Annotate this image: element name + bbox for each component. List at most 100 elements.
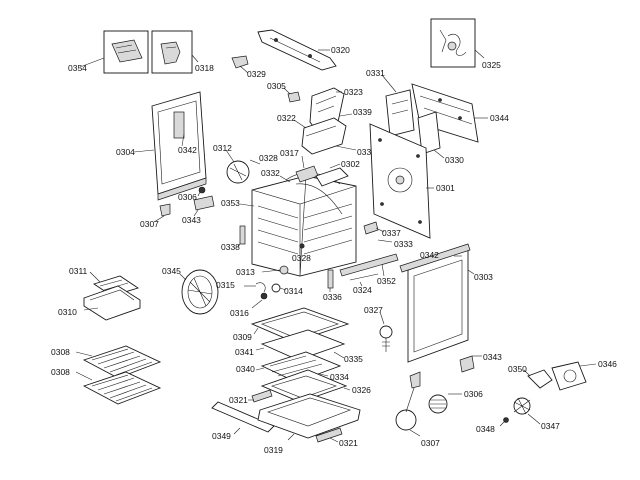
part-0304-door [151, 91, 207, 201]
label-0305: 0305 [267, 81, 286, 91]
label-0331: 0331 [366, 68, 385, 78]
label-0322: 0322 [277, 113, 296, 123]
label-0303: 0303 [474, 272, 493, 282]
label-0310: 0310 [58, 307, 77, 317]
label-0328-inner: 0328 [292, 253, 311, 263]
part-0350 [527, 369, 553, 389]
label-0316: 0316 [230, 308, 249, 318]
label-0318: 0318 [195, 63, 214, 73]
part-0325-group [430, 18, 476, 68]
oven-cavity [251, 172, 357, 277]
label-0321-bottom: 0321 [339, 438, 358, 448]
part-0314 [271, 283, 281, 293]
part-0310 [83, 285, 141, 321]
label-0340: 0340 [236, 364, 255, 374]
label-0342-right: 0342 [420, 250, 439, 260]
part-0319-drawer [257, 393, 361, 439]
label-0339: 0339 [353, 107, 372, 117]
part-0327-screw [379, 325, 393, 352]
label-0312: 0312 [213, 143, 232, 153]
label-0317: 0317 [280, 148, 299, 158]
part-0316 [260, 292, 268, 300]
label-0345: 0345 [162, 266, 181, 276]
part-0318-group [151, 30, 193, 74]
label-0349: 0349 [212, 431, 231, 441]
label-0325: 0325 [482, 60, 501, 70]
part-0348 [503, 417, 509, 423]
part-0338-side [239, 225, 246, 245]
part-0302 [315, 167, 349, 187]
part-0306-right [428, 394, 448, 414]
part-0309 [250, 307, 350, 343]
part-0352-rail [339, 253, 399, 277]
part-0321-bottom [315, 427, 343, 443]
part-0341 [260, 329, 346, 361]
part-0354-group [103, 30, 149, 74]
label-0308-upper: 0308 [51, 347, 70, 357]
label-0315: 0315 [216, 280, 235, 290]
label-0338-side: 0338 [221, 242, 240, 252]
part-0301-back-panel [369, 123, 431, 239]
part-0346-motor [551, 361, 587, 391]
label-0330: 0330 [445, 155, 464, 165]
label-0313: 0313 [236, 267, 255, 277]
label-0343-right: 0343 [483, 352, 502, 362]
label-0336: 0336 [323, 292, 342, 302]
part-0326 [260, 369, 348, 403]
label-0304: 0304 [116, 147, 135, 157]
part-0343-left [193, 195, 215, 211]
part-0307-right [395, 371, 421, 431]
label-0347: 0347 [541, 421, 560, 431]
part-0328-inner [299, 243, 305, 249]
label-0338-top: 0338 [357, 147, 376, 157]
part-0343-right [459, 355, 475, 373]
part-0324 [349, 273, 379, 281]
label-0342-door: 0342 [178, 145, 197, 155]
label-0333: 0333 [394, 239, 413, 249]
part-0347-fan-blade [513, 397, 531, 415]
part-0303-door [399, 243, 471, 363]
label-0323: 0323 [344, 87, 363, 97]
part-0313 [279, 265, 289, 275]
part-0340 [260, 351, 342, 383]
label-0321-left: 0321 [229, 395, 248, 405]
part-0308-rack-lower [82, 371, 162, 405]
part-0331 [385, 89, 415, 137]
part-0336 [327, 269, 334, 289]
label-0306-left: 0306 [178, 192, 197, 202]
label-0302: 0302 [341, 159, 360, 169]
label-0308-lower: 0308 [51, 367, 70, 377]
label-0328-top: 0328 [259, 153, 278, 163]
label-0354: 0354 [68, 63, 87, 73]
label-0329: 0329 [247, 69, 266, 79]
part-0307-left [159, 203, 171, 217]
label-0353: 0353 [221, 198, 240, 208]
label-0301: 0301 [436, 183, 455, 193]
label-0319: 0319 [264, 445, 283, 455]
part-0306-left [198, 186, 206, 194]
label-0344: 0344 [490, 113, 509, 123]
part-0345-fan [181, 269, 219, 315]
label-0341: 0341 [235, 347, 254, 357]
label-0327: 0327 [364, 305, 383, 315]
label-0348: 0348 [476, 424, 495, 434]
part-0337 [363, 221, 379, 235]
part-0308-rack-upper [82, 345, 162, 379]
label-0307-left: 0307 [140, 219, 159, 229]
part-0312 [226, 160, 250, 184]
label-0326: 0326 [352, 385, 371, 395]
part-0305 [287, 91, 301, 103]
label-0332: 0332 [261, 168, 280, 178]
label-0311: 0311 [69, 266, 88, 276]
label-0309: 0309 [233, 332, 252, 342]
label-0324: 0324 [353, 285, 372, 295]
label-0337: 0337 [382, 228, 401, 238]
label-0314: 0314 [284, 286, 303, 296]
part-0315 [255, 282, 266, 293]
part-0321-left [251, 389, 273, 403]
label-0346: 0346 [598, 359, 617, 369]
label-0352: 0352 [377, 276, 396, 286]
label-0307-right: 0307 [421, 438, 440, 448]
part-0322 [301, 117, 347, 155]
part-0320 [257, 29, 337, 71]
